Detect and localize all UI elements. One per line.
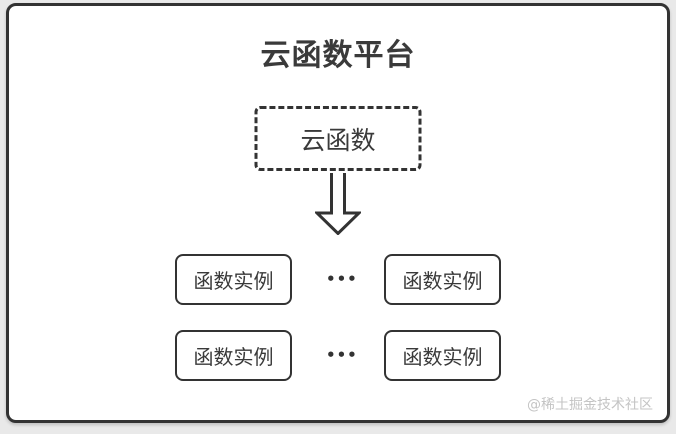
ellipsis-dots: ••• [326, 346, 358, 364]
arrow-down-icon [315, 173, 361, 235]
function-instance-node: 函数实例 [175, 330, 292, 381]
function-instance-node: 函数实例 [384, 254, 501, 305]
instance-row: 函数实例 ••• 函数实例 [9, 254, 667, 305]
instance-row: 函数实例 ••• 函数实例 [9, 330, 667, 381]
function-instance-node: 函数实例 [384, 330, 501, 381]
ellipsis-dots: ••• [326, 270, 358, 288]
watermark: @稀土掘金技术社区 [527, 397, 653, 413]
platform-panel: 云函数平台 云函数 函数实例 ••• 函数实例 函数实例 ••• 函数实例 @稀… [6, 3, 670, 423]
cloud-function-node: 云函数 [254, 106, 422, 171]
function-instance-node: 函数实例 [175, 254, 292, 305]
diagram-title: 云函数平台 [260, 38, 416, 73]
